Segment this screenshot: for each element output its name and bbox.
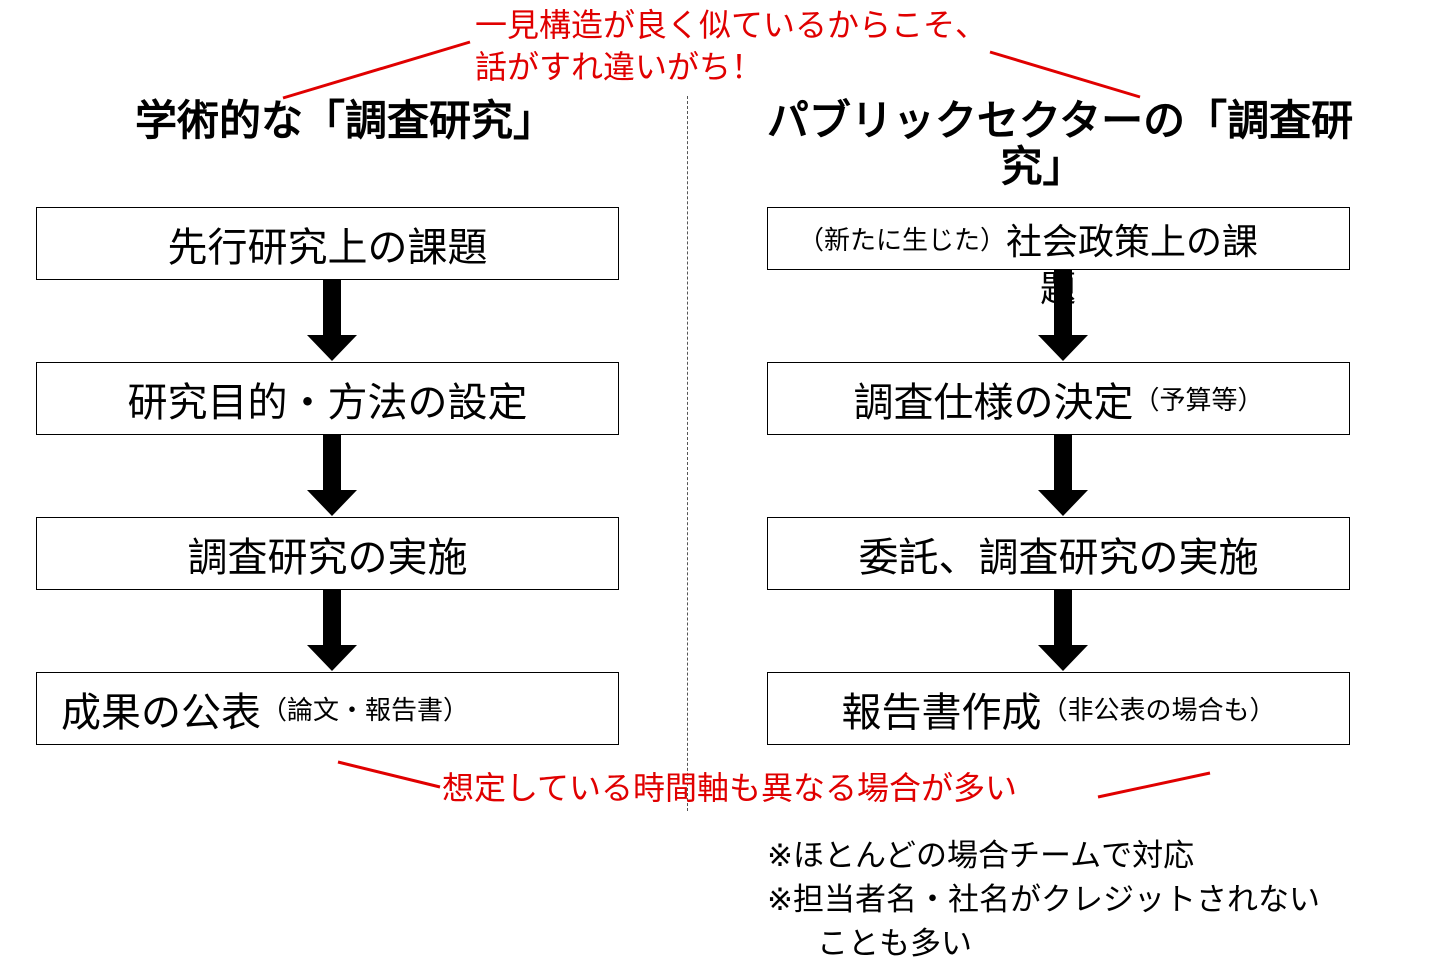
left-step-2-text: 研究目的・方法の設定 bbox=[127, 379, 528, 426]
left-step-1-text: 先行研究上の課題 bbox=[167, 224, 488, 271]
right-heading-line1: パブリックセクターの「調査研 bbox=[766, 96, 1354, 145]
left-step-2: 研究目的・方法の設定 bbox=[36, 362, 619, 435]
left-step-4-text: 成果の公表 bbox=[61, 689, 261, 736]
right-step-1-overflow: 題 bbox=[1040, 269, 1077, 310]
bottom-left-connector bbox=[337, 760, 441, 789]
footnote-2: ※担当者名・社名がクレジットされない bbox=[767, 882, 1320, 918]
bottom-note: 想定している時間軸も異なる場合が多い bbox=[442, 769, 1018, 807]
left-arrow-2 bbox=[307, 435, 357, 517]
right-step-3-text: 委託、調査研究の実施 bbox=[858, 534, 1259, 581]
left-step-3: 調査研究の実施 bbox=[36, 517, 619, 590]
right-step-2: 調査仕様の決定（予算等） bbox=[767, 362, 1350, 435]
center-divider bbox=[687, 96, 688, 811]
left-step-4: 成果の公表（論文・報告書） bbox=[36, 672, 619, 745]
left-heading: 学術的な「調査研究」 bbox=[134, 96, 555, 145]
top-note-line1: 一見構造が良く似ているからこそ、 bbox=[475, 6, 988, 44]
right-step-1-pre: （新たに生じた） bbox=[798, 226, 1007, 256]
right-heading: パブリックセクターの「調査研 究」 bbox=[705, 98, 1415, 190]
footnote-1: ※ほとんどの場合チームで対応 bbox=[767, 838, 1195, 874]
right-arrow-3 bbox=[1038, 590, 1088, 672]
left-step-1: 先行研究上の課題 bbox=[36, 207, 619, 280]
footnote-3: ことも多い bbox=[817, 926, 972, 962]
right-step-1-text: 社会政策上の課 bbox=[1006, 221, 1259, 263]
left-arrow-1 bbox=[307, 280, 357, 362]
right-step-4: 報告書作成（非公表の場合も） bbox=[767, 672, 1350, 745]
left-step-3-text: 調査研究の実施 bbox=[187, 534, 468, 581]
left-step-4-sub: （論文・報告書） bbox=[261, 696, 470, 726]
footnotes: ※ほとんどの場合チームで対応 ※担当者名・社名がクレジットされない ことも多い bbox=[767, 834, 1320, 966]
right-step-2-text: 調査仕様の決定 bbox=[853, 379, 1134, 426]
top-note: 一見構造が良く似ているからこそ、 話がすれ違いがち！ bbox=[475, 4, 987, 88]
right-arrow-1 bbox=[1038, 270, 1088, 362]
right-heading-line2: 究」 bbox=[1000, 142, 1085, 191]
top-left-connector bbox=[282, 40, 471, 100]
left-arrow-3 bbox=[307, 590, 357, 672]
right-step-4-sub: （非公表の場合も） bbox=[1041, 696, 1276, 726]
right-step-4-text: 報告書作成 bbox=[841, 689, 1042, 736]
right-step-2-sub: （予算等） bbox=[1133, 386, 1264, 416]
top-note-line2: 話がすれ違いがち！ bbox=[475, 48, 764, 86]
right-step-1: （新たに生じた）社会政策上の課 bbox=[767, 207, 1350, 270]
top-right-connector bbox=[989, 50, 1141, 99]
bottom-right-connector bbox=[1097, 771, 1211, 799]
right-arrow-2 bbox=[1038, 435, 1088, 517]
right-step-3: 委託、調査研究の実施 bbox=[767, 517, 1350, 590]
